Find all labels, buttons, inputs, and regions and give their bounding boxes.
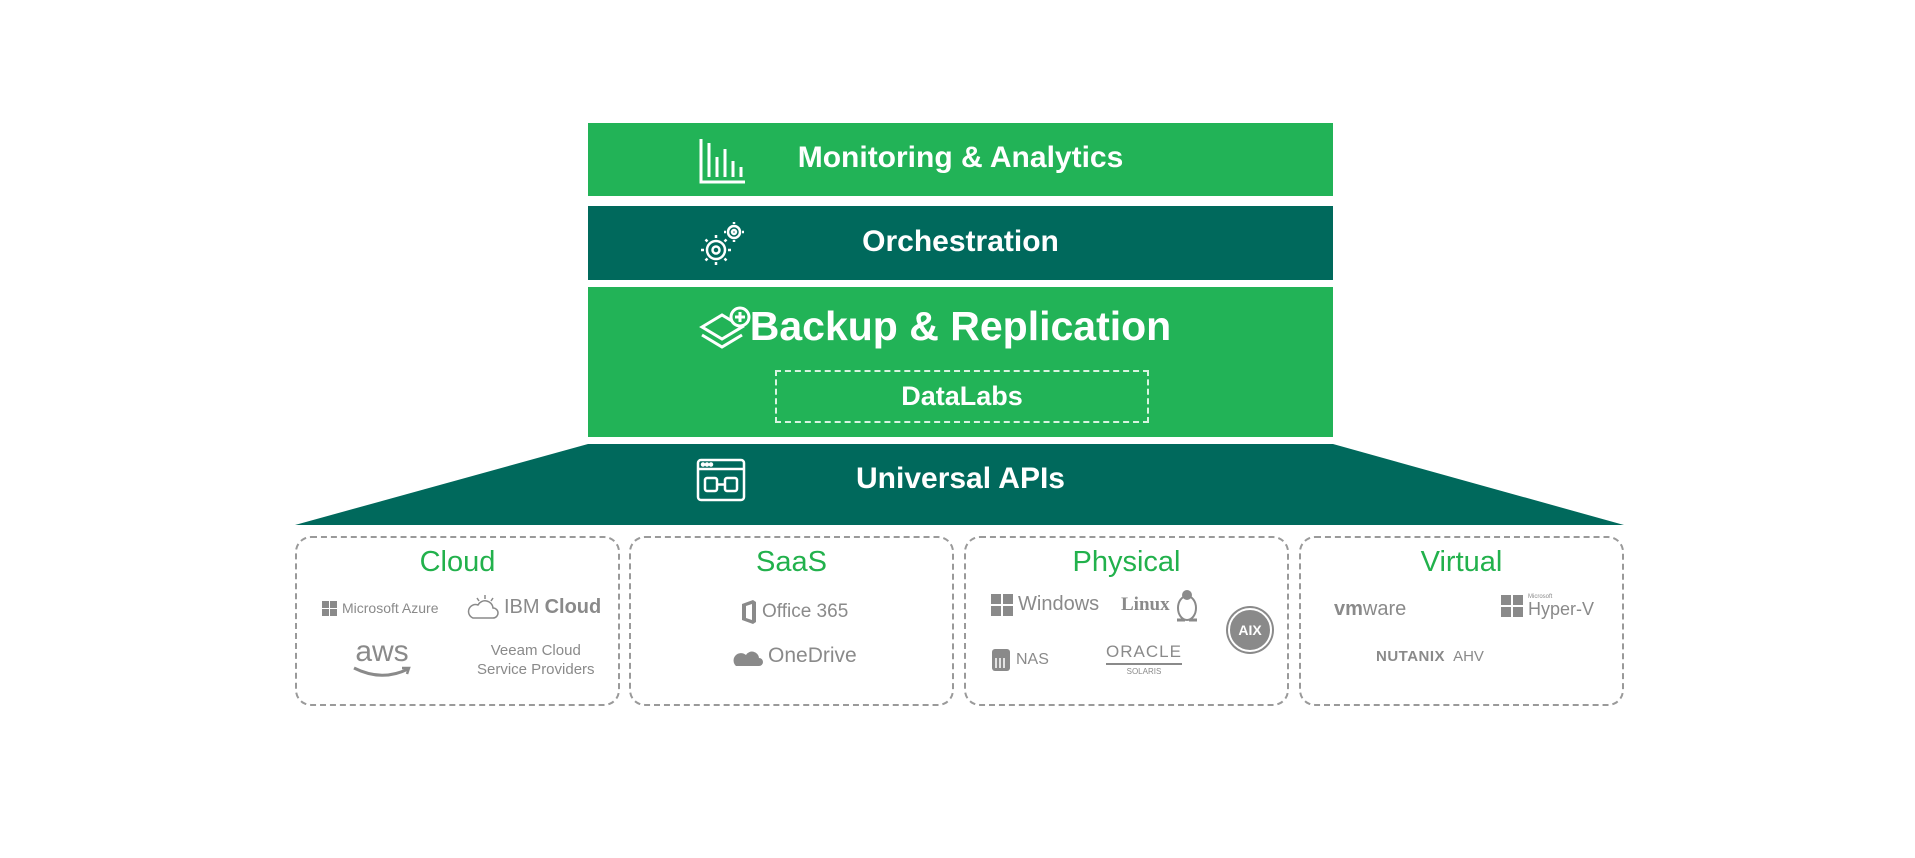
api-window-icon <box>696 458 746 502</box>
cloud-icon <box>467 595 499 619</box>
layer-title: Monitoring & Analytics <box>797 141 1124 174</box>
platform-physical: Physical Windows Linux AIX NAS ORACLE SO… <box>964 536 1289 706</box>
nutanix-ahv-logo: NUTANIX AHV <box>1376 648 1484 665</box>
nas-logo: NAS <box>991 648 1049 672</box>
aix-logo: AIX <box>1228 608 1272 652</box>
platform-title: Virtual <box>1420 546 1503 578</box>
layer-orchestration: Orchestration <box>588 206 1333 280</box>
layers-plus-icon <box>699 306 751 349</box>
bar-chart-icon <box>699 139 745 184</box>
platform-title: Cloud <box>419 546 496 578</box>
office365-logo: Office 365 <box>741 600 848 624</box>
oracle-solaris-logo: ORACLE SOLARIS <box>1106 642 1182 676</box>
layer-title: Universal APIs <box>856 462 1065 495</box>
layer-title: Backup & Replication <box>749 303 1172 349</box>
platform-saas: SaaS Office 365 OneDrive <box>629 536 954 706</box>
microsoft-azure-logo: Microsoft Azure <box>322 600 438 616</box>
onedrive-cloud-icon <box>733 651 763 666</box>
layer-universal-apis: Universal APIs <box>588 444 1333 525</box>
windows-icon <box>1501 595 1523 617</box>
platform-title: Physical <box>1072 546 1181 578</box>
aws-logo: aws <box>352 637 412 678</box>
layer-title: Orchestration <box>862 225 1059 258</box>
nas-device-icon <box>992 649 1010 671</box>
linux-logo: Linux <box>1121 588 1199 622</box>
hyperv-logo: Microsoft Hyper-V <box>1501 594 1594 618</box>
aws-smile-icon <box>353 666 411 677</box>
windows-icon <box>322 600 337 616</box>
veeam-cloud-providers: Veeam Cloud Service Providers <box>477 642 595 678</box>
tux-penguin-icon <box>1176 590 1197 622</box>
onedrive-logo: OneDrive <box>731 644 857 668</box>
platform-title: SaaS <box>756 546 827 578</box>
layer-monitoring: Monitoring & Analytics <box>588 123 1333 196</box>
gears-icon <box>701 222 744 265</box>
office-icon <box>742 600 756 624</box>
windows-logo: Windows <box>991 593 1099 616</box>
layer-backup-replication: Backup & Replication DataLabs <box>588 287 1333 437</box>
windows-icon <box>991 593 1013 616</box>
datalabs-box: DataLabs <box>775 370 1149 423</box>
